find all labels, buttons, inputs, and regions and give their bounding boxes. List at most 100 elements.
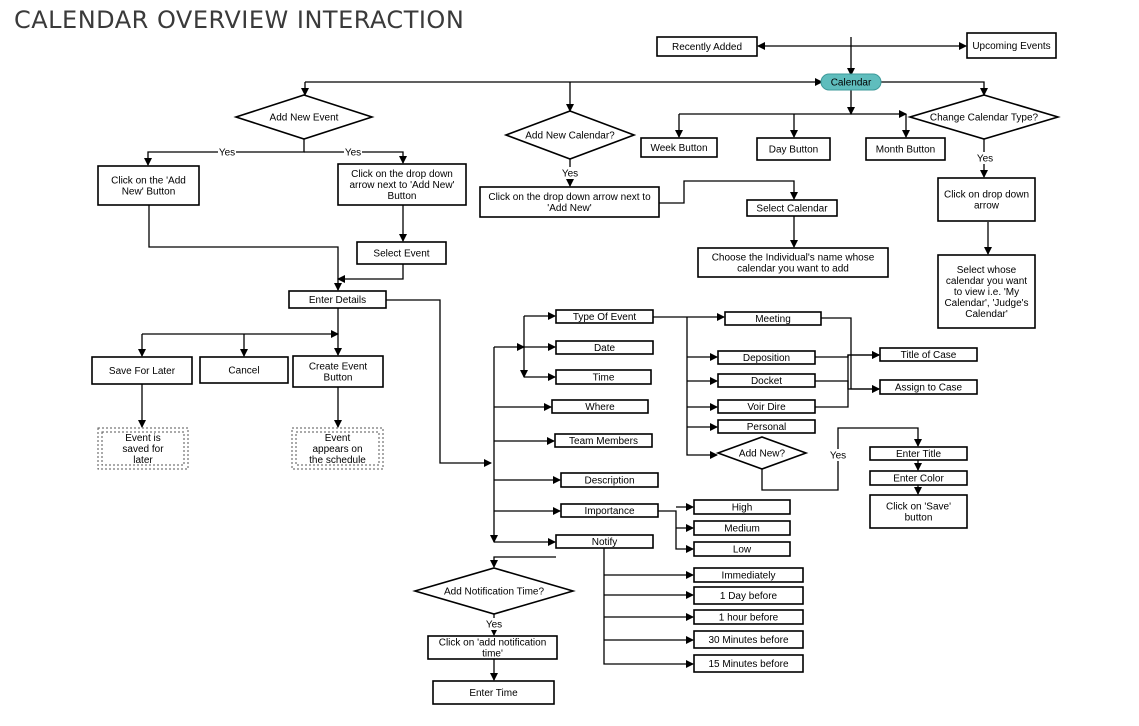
connector-arrow: [815, 380, 880, 393]
high-box: [693, 499, 791, 515]
add-notification-time-diamond: [412, 567, 576, 615]
click-add-new-button-box: [97, 165, 200, 206]
time-box: [555, 369, 652, 385]
click-add-new-button-text: Click on the 'Add: [111, 176, 186, 187]
fifteen-min-before-box: [693, 654, 804, 673]
click-drop-down-add-new-box: [479, 186, 660, 218]
yes-label: Yes: [345, 148, 361, 159]
one-day-before-text: 1 Day before: [720, 591, 778, 602]
click-drop-down-add-new-text: Click on the drop down arrow next to: [488, 192, 651, 203]
connector-arrow: [821, 317, 880, 393]
select-calendar-box: [746, 199, 838, 217]
medium-text: Medium: [724, 524, 760, 535]
click-add-new-button-text: New' Button: [122, 187, 176, 198]
yes-label: Yes: [830, 451, 846, 462]
click-drop-down-add-new-button-box: [337, 163, 467, 206]
choose-individual-box: [697, 247, 889, 278]
add-new-event-text: Add New Event: [270, 113, 339, 124]
day-button-box: [756, 137, 831, 161]
click-add-notification-time-box: [427, 635, 558, 660]
click-drop-down-arrow-box: [937, 177, 1036, 222]
select-event-text: Select Event: [373, 249, 429, 260]
connector-arrow: [490, 556, 556, 568]
choose-individual-text: calendar you want to add: [737, 264, 849, 275]
select-event-box: [356, 241, 447, 265]
deposition-box: [717, 350, 816, 365]
calendar-text: Calendar: [831, 78, 872, 89]
yes-label-bg: [829, 449, 847, 461]
recently-added-text: Recently Added: [672, 42, 742, 53]
click-drop-down-add-new-text: 'Add New': [547, 203, 591, 214]
type-of-event-text: Type Of Event: [573, 312, 637, 323]
high-text: High: [732, 503, 753, 514]
team-members-text: Team Members: [569, 436, 638, 447]
one-day-before-box: [693, 586, 804, 605]
yes-label-bg: [561, 167, 579, 179]
thirty-min-before-box: [693, 630, 804, 649]
click-drop-down-add-new-button-text: Button: [388, 191, 417, 202]
description-text: Description: [584, 476, 634, 487]
select-whose-calendar-text: calendar you want: [946, 276, 1027, 287]
click-add-notification-time-text: time': [482, 649, 503, 660]
docket-text: Docket: [751, 376, 782, 387]
change-calendar-type-diamond: [907, 94, 1061, 140]
add-new-event-diamond: [233, 94, 375, 140]
one-hour-before-text: 1 hour before: [719, 613, 779, 624]
date-box: [555, 340, 654, 355]
month-button-box: [865, 137, 946, 161]
create-event-button-text: Create Event: [309, 362, 368, 373]
event-appears-text: appears on: [312, 444, 362, 455]
click-drop-down-add-new-button-text: Click on the drop down: [351, 169, 453, 180]
event-saved-inner-box: [101, 431, 185, 466]
enter-details-box: [288, 290, 387, 309]
time-text: Time: [593, 373, 615, 384]
importance-text: Importance: [584, 506, 634, 517]
select-whose-calendar-box: [937, 254, 1036, 329]
voir-dire-box: [717, 399, 816, 414]
event-appears-inner-box: [295, 431, 380, 466]
choose-individual-text: Choose the Individual's name whose: [712, 253, 875, 264]
click-save-box: [869, 494, 968, 529]
connector-arrow: [148, 205, 342, 291]
event-appears-text: the schedule: [309, 455, 366, 466]
enter-color-text: Enter Color: [893, 474, 944, 485]
event-saved-text: later: [133, 455, 153, 466]
immediately-text: Immediately: [722, 571, 776, 582]
enter-title-box: [869, 446, 968, 461]
assign-to-case-text: Assign to Case: [895, 383, 963, 394]
title-of-case-text: Title of Case: [901, 350, 957, 361]
connector-arrow: [304, 151, 407, 164]
week-button-text: Week Button: [650, 143, 707, 154]
personal-box: [717, 419, 816, 434]
recently-added-box: [656, 36, 758, 57]
click-drop-down-add-new-button-text: arrow next to 'Add New': [350, 180, 455, 191]
team-members-box: [554, 433, 653, 448]
yes-label-bg: [485, 618, 503, 630]
day-button-text: Day Button: [769, 145, 818, 156]
enter-color-box: [869, 470, 968, 486]
week-button-box: [640, 137, 718, 158]
fifteen-min-before-text: 15 Minutes before: [708, 659, 788, 670]
save-for-later-text: Save For Later: [109, 366, 176, 377]
meeting-box: [724, 311, 822, 326]
yes-label-bg: [218, 146, 236, 158]
yes-label: Yes: [219, 148, 235, 159]
connector-arrow: [337, 264, 404, 283]
select-whose-calendar-text: Calendar': [965, 309, 1008, 320]
add-notification-time-text: Add Notification Time?: [444, 587, 544, 598]
change-calendar-type-text: Change Calendar Type?: [930, 113, 1039, 124]
description-box: [560, 472, 659, 488]
create-event-button-box: [292, 355, 384, 388]
click-save-text: button: [905, 513, 933, 524]
type-of-event-box: [555, 309, 654, 324]
date-text: Date: [594, 343, 616, 354]
assign-to-case-box: [879, 379, 978, 395]
immediately-box: [693, 567, 804, 583]
connector-arrow: [603, 548, 694, 668]
connector-arrow: [880, 81, 988, 96]
event-saved-text: saved for: [122, 444, 164, 455]
yes-label-bg: [976, 152, 994, 164]
click-save-text: Click on 'Save': [886, 502, 951, 513]
yes-label: Yes: [486, 620, 502, 631]
yes-label: Yes: [562, 169, 578, 180]
